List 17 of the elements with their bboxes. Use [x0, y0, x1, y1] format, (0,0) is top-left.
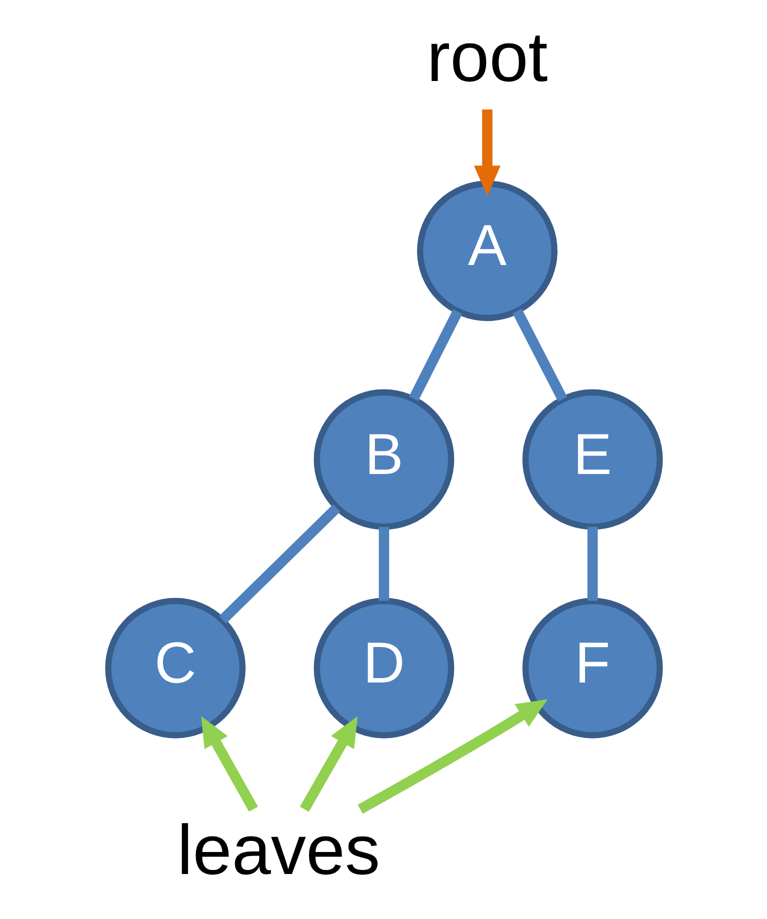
- arrow: [473, 110, 500, 196]
- node-circle: D: [313, 598, 454, 738]
- node-circle: F: [522, 598, 662, 738]
- connector: [218, 504, 340, 624]
- connector: [512, 308, 567, 402]
- node-text: root: [426, 16, 548, 96]
- node-circle: A: [416, 180, 557, 322]
- connector: [408, 309, 462, 402]
- node-circle: B: [313, 389, 454, 530]
- connector: [586, 526, 598, 601]
- connector: [378, 526, 389, 601]
- node-text: leaves: [176, 810, 380, 890]
- arrow: [299, 716, 358, 812]
- arrow: [357, 699, 548, 814]
- node-circle: E: [522, 389, 662, 530]
- node-circle: C: [104, 598, 246, 738]
- arrow: [200, 716, 258, 812]
